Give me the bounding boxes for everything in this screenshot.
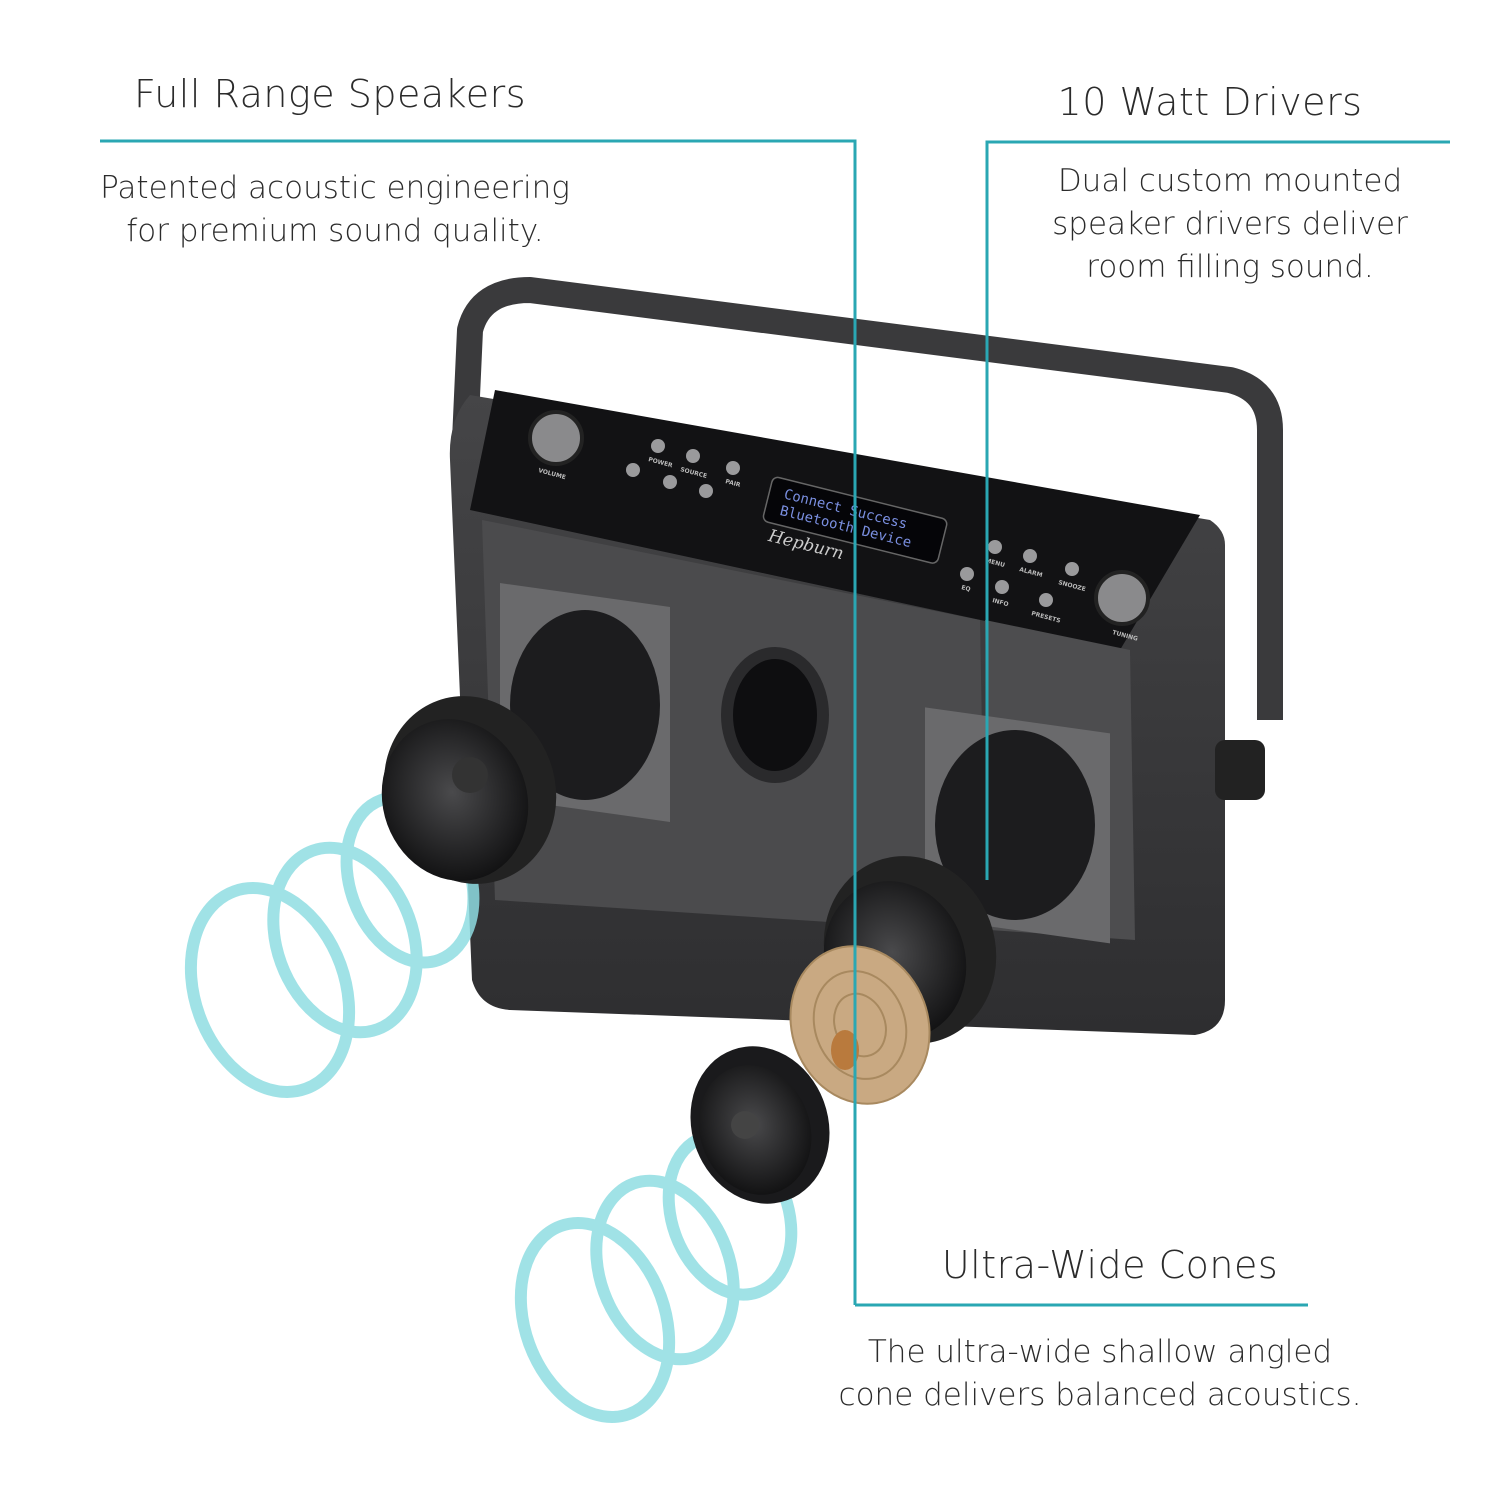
- callout-line-full-range: [100, 139, 857, 1305]
- desc-line: The ultra-wide shallow angled: [867, 1334, 1333, 1370]
- feature-title-full-range: Full Range Speakers: [133, 72, 527, 116]
- desc-line: Dual custom mounted: [1057, 163, 1403, 199]
- driver-left: [381, 696, 557, 884]
- label-info: INFO: [991, 597, 1009, 608]
- feature-desc-cones: The ultra-wide shallow angled cone deliv…: [830, 1331, 1370, 1417]
- desc-line: room filling sound.: [1086, 249, 1374, 285]
- feature-desc-drivers: Dual custom mounted speaker drivers deli…: [1000, 160, 1460, 289]
- feature-title-cones: Ultra-Wide Cones: [941, 1243, 1279, 1287]
- cone-exploded: [789, 945, 931, 1105]
- tuning-knob: [1094, 570, 1150, 626]
- callout-lines: [100, 139, 1450, 1307]
- label-pair: PAIR: [724, 478, 741, 489]
- label-menu: MENU: [984, 557, 1005, 569]
- feature-desc-full-range: Patented acoustic engineering for premiu…: [60, 167, 610, 253]
- dust-cap-driver: [690, 1046, 830, 1204]
- desc-line: cone delivers balanced acoustics.: [838, 1377, 1362, 1413]
- callout-line-drivers: [985, 140, 1450, 880]
- feature-title-drivers: 10 Watt Drivers: [1057, 80, 1363, 124]
- label-eq: EQ: [960, 584, 971, 593]
- sound-waves: [184, 791, 798, 1423]
- handle: [452, 277, 1283, 720]
- volume-knob: [528, 410, 584, 466]
- control-buttons: [626, 439, 1079, 607]
- desc-line: speaker drivers deliver: [1052, 206, 1408, 242]
- radio-body: VOLUME TUNING POWER SOURCE PAIR MENU ALA…: [449, 390, 1265, 1035]
- desc-line: Patented acoustic engineering: [100, 170, 570, 206]
- handle-clip: [1215, 740, 1265, 800]
- center-port: [721, 647, 829, 783]
- desc-line: for premium sound quality.: [126, 213, 544, 249]
